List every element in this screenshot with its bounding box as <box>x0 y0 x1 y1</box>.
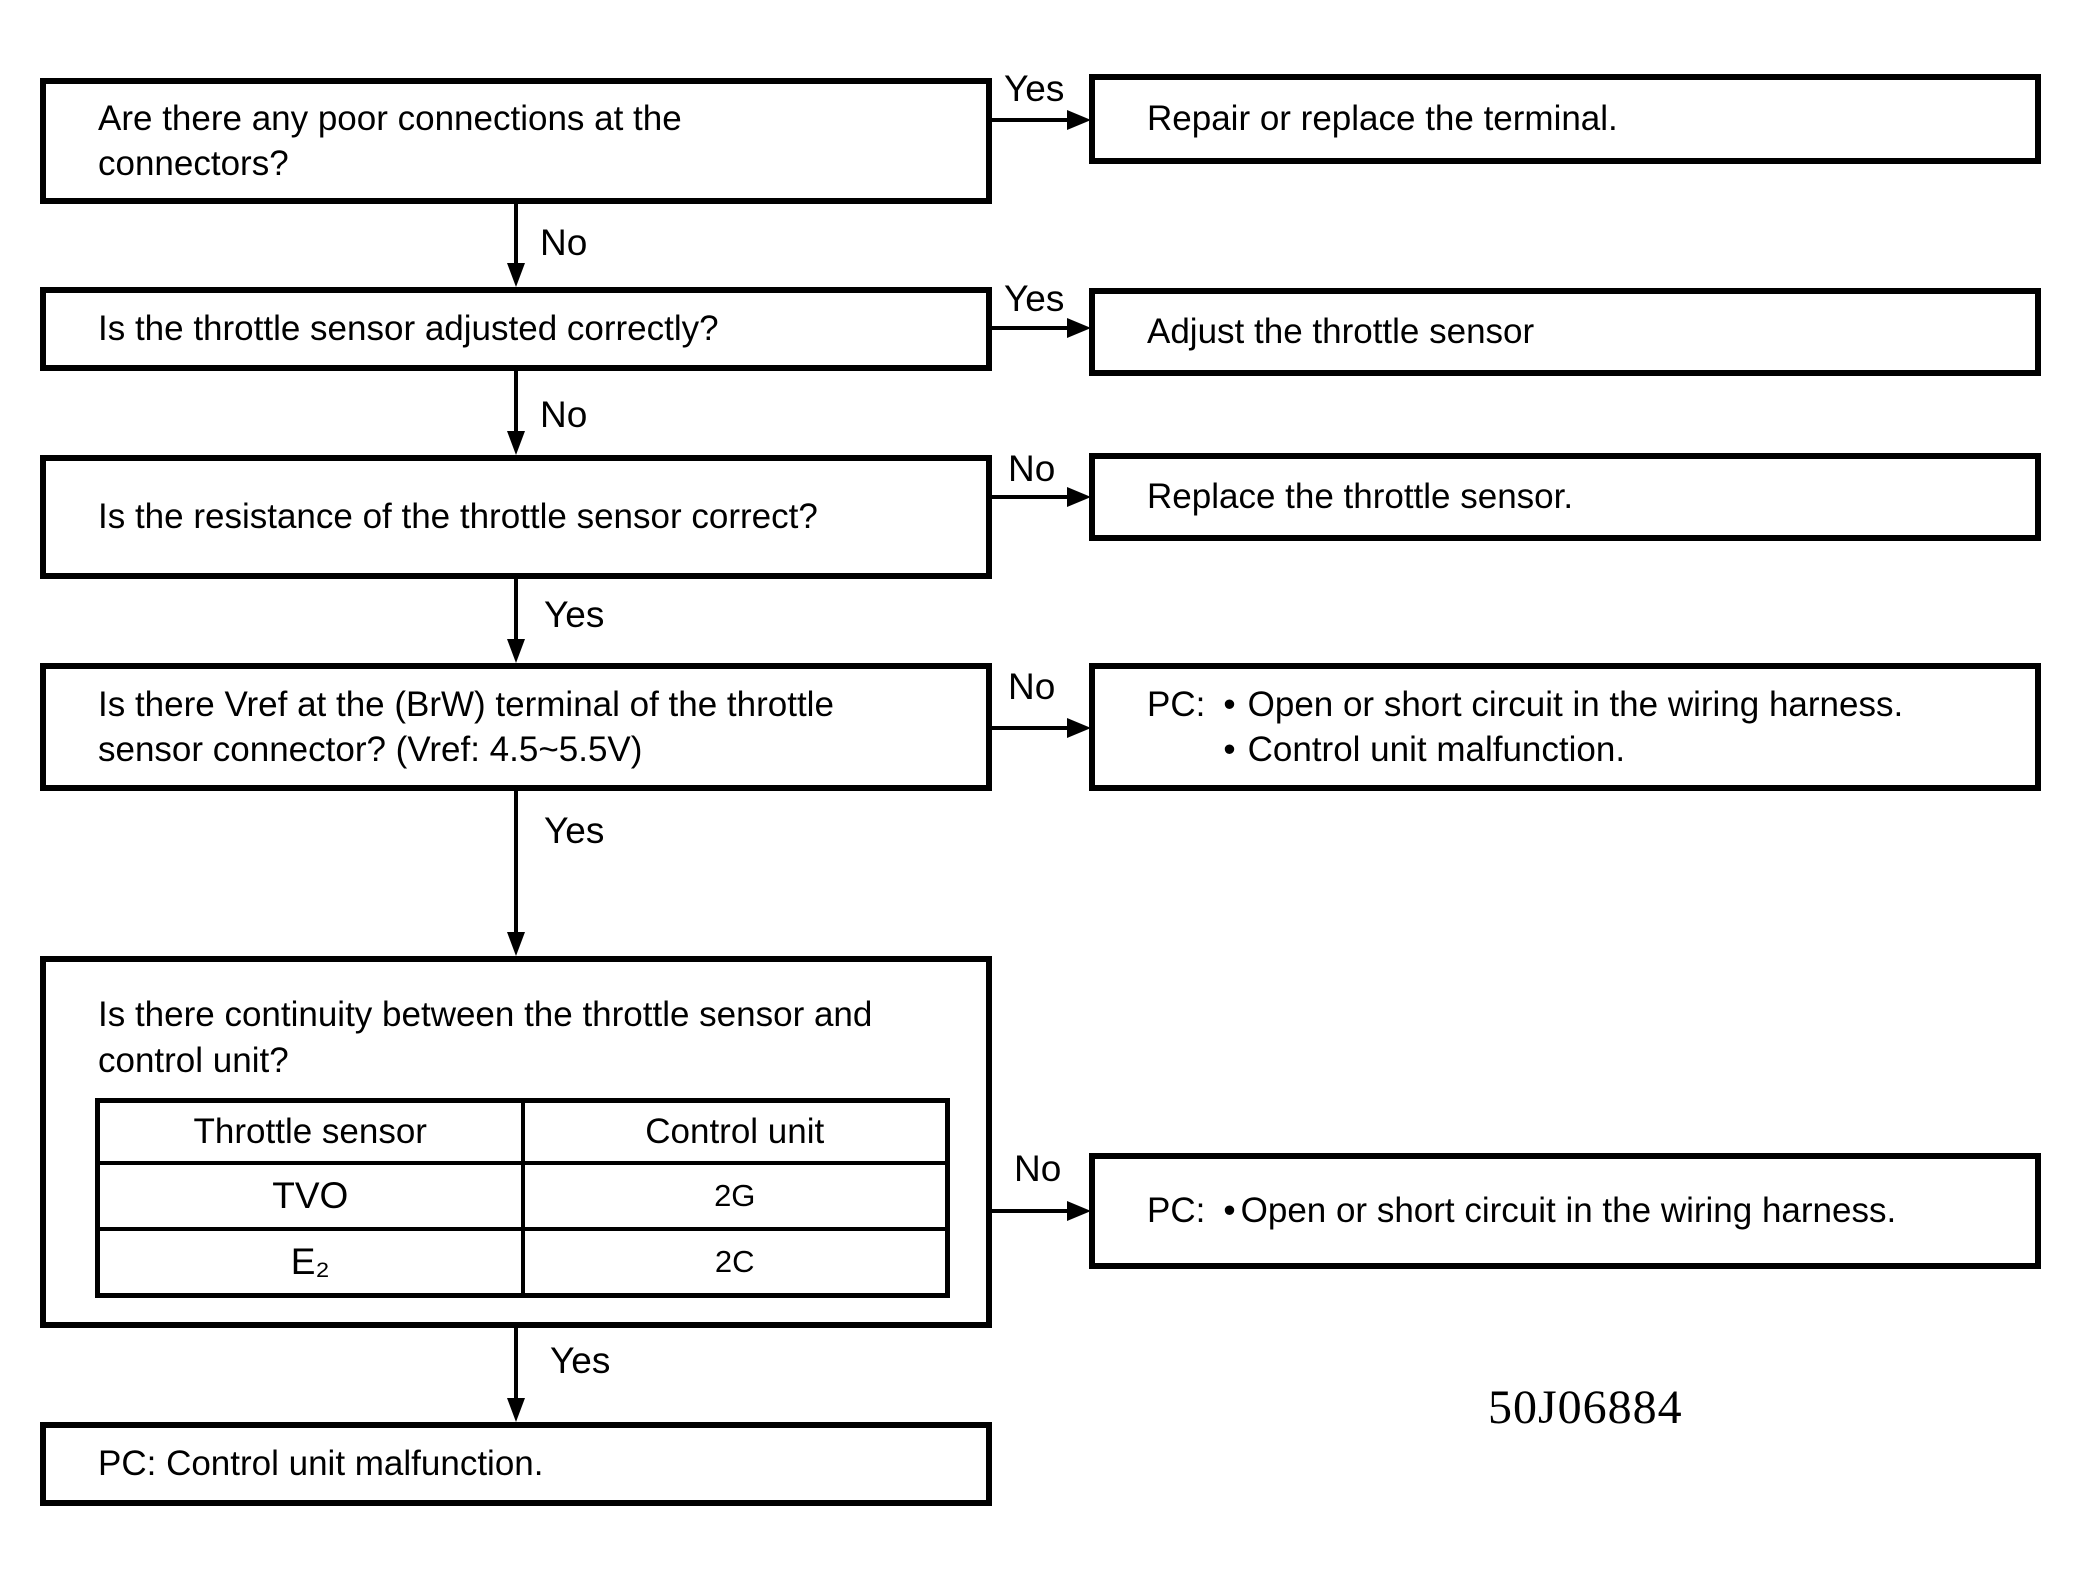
arrow-q2-to-r2 <box>990 326 1069 330</box>
question-box-sensor-adjusted: Is the throttle sensor adjusted correctl… <box>40 287 992 371</box>
arrowhead-down-icon <box>507 639 525 663</box>
result-text: Repair or replace the terminal. <box>1147 99 1618 139</box>
pc-prefix: PC: <box>1147 1191 1206 1231</box>
pc-prefix: PC: <box>1147 684 1206 724</box>
edge-label-yes: Yes <box>550 1340 611 1381</box>
edge-label-no: No <box>540 394 588 435</box>
pc-bullet-item: • Open or short circuit in the wiring ha… <box>1223 1188 1896 1234</box>
question-text: Is the resistance of the throttle sensor… <box>98 497 818 537</box>
edge-label-yes: Yes <box>1004 68 1065 109</box>
table-header-throttle-sensor: Throttle sensor <box>95 1098 525 1165</box>
result-text: Adjust the throttle sensor <box>1147 312 1535 352</box>
bullet-icon: • <box>1223 1191 1236 1231</box>
question-text-line: sensor connector? (Vref: 4.5~5.5V) <box>98 730 643 769</box>
arrowhead-down-icon <box>507 1398 525 1422</box>
result-box-control-unit-malfunction: PC: Control unit malfunction. <box>40 1422 992 1506</box>
question-text-line: Is there continuity between the throttle… <box>98 995 873 1034</box>
arrow-q2-to-q3 <box>514 371 518 435</box>
question-box-poor-connections: Are there any poor connections at the co… <box>40 78 992 204</box>
arrowhead-down-icon <box>507 431 525 455</box>
pc-bullet-list: • Open or short circuit in the wiring ha… <box>1223 1188 1896 1234</box>
table-cell-2c: 2C <box>520 1227 950 1298</box>
question-text-line: Is there Vref at the (BrW) terminal of t… <box>98 684 834 724</box>
edge-label-no: No <box>540 222 588 263</box>
result-text: Replace the throttle sensor. <box>1147 477 1574 517</box>
table-cell-tvo: TVO <box>95 1161 525 1231</box>
arrowhead-right-icon <box>1067 318 1091 338</box>
arrow-q3-to-q4 <box>514 579 518 643</box>
question-box-continuity: Is there continuity between the throttle… <box>40 956 992 1328</box>
figure-number: 50J06884 <box>1488 1381 1683 1434</box>
arrow-q4-to-q5 <box>514 791 518 936</box>
arrowhead-down-icon <box>507 263 525 287</box>
result-box-replace-sensor: Replace the throttle sensor. <box>1089 453 2041 541</box>
pc-result-row: PC: • Open or short circuit in the wirin… <box>1147 1188 1999 1234</box>
result-text: PC: Control unit malfunction. <box>98 1444 544 1484</box>
arrow-q1-to-r1 <box>990 118 1069 122</box>
table-cell-2g: 2G <box>520 1161 950 1231</box>
question-text-line: Are there any poor connections at the <box>98 98 682 138</box>
result-box-pc-open-short: PC: • Open or short circuit in the wirin… <box>1089 1153 2041 1269</box>
table-header-control-unit: Control unit <box>520 1098 950 1165</box>
table-cell-e2: E₂ <box>95 1227 525 1298</box>
arrowhead-right-icon <box>1067 1201 1091 1221</box>
result-box-repair-terminal: Repair or replace the terminal. <box>1089 74 2041 164</box>
edge-label-yes: Yes <box>1004 278 1065 319</box>
bullet-icon: • <box>1223 684 1236 724</box>
question-text-line: connectors? <box>98 144 289 183</box>
pc-bullet-item: • Open or short circuit in the wiring ha… <box>1223 682 1903 728</box>
pc-bullet-list: • Open or short circuit in the wiring ha… <box>1223 682 1903 773</box>
edge-label-no: No <box>1008 448 1056 489</box>
pc-bullet-text: Open or short circuit in the wiring harn… <box>1240 1191 1897 1231</box>
arrowhead-right-icon <box>1067 487 1091 507</box>
table-row: E₂ 2C <box>95 1227 950 1298</box>
arrow-q4-to-r4 <box>990 726 1069 730</box>
pc-bullet-text: Open or short circuit in the wiring harn… <box>1247 684 1904 724</box>
question-box-sensor-resistance: Is the resistance of the throttle sensor… <box>40 455 992 579</box>
arrow-q1-to-q2 <box>514 204 518 267</box>
arrow-q5-to-end <box>514 1328 518 1402</box>
edge-label-yes: Yes <box>544 594 605 635</box>
result-box-pc-open-short-control: PC: • Open or short circuit in the wirin… <box>1089 663 2041 791</box>
edge-label-no: No <box>1008 666 1056 707</box>
table-header-row: Throttle sensor Control unit <box>95 1098 950 1165</box>
continuity-pin-table: Throttle sensor Control unit TVO 2G E₂ 2… <box>95 1098 950 1298</box>
result-box-adjust-sensor: Adjust the throttle sensor <box>1089 288 2041 376</box>
edge-label-no: No <box>1014 1148 1062 1189</box>
pc-bullet-text: Control unit malfunction. <box>1247 730 1626 769</box>
question-text-line: control unit? <box>98 1040 289 1080</box>
arrow-q5-to-r5 <box>990 1209 1069 1213</box>
table-row: TVO 2G <box>95 1161 950 1231</box>
question-text: Is the throttle sensor adjusted correctl… <box>98 309 719 349</box>
bullet-icon: • <box>1223 730 1236 769</box>
edge-label-yes: Yes <box>544 810 605 851</box>
arrowhead-down-icon <box>507 932 525 956</box>
pc-result-row: PC: • Open or short circuit in the wirin… <box>1147 682 1999 773</box>
pc-bullet-item: • Control unit malfunction. <box>1223 727 1903 773</box>
arrowhead-right-icon <box>1067 718 1091 738</box>
arrowhead-right-icon <box>1067 110 1091 130</box>
arrow-q3-to-r3 <box>990 495 1069 499</box>
question-box-vref: Is there Vref at the (BrW) terminal of t… <box>40 663 992 791</box>
